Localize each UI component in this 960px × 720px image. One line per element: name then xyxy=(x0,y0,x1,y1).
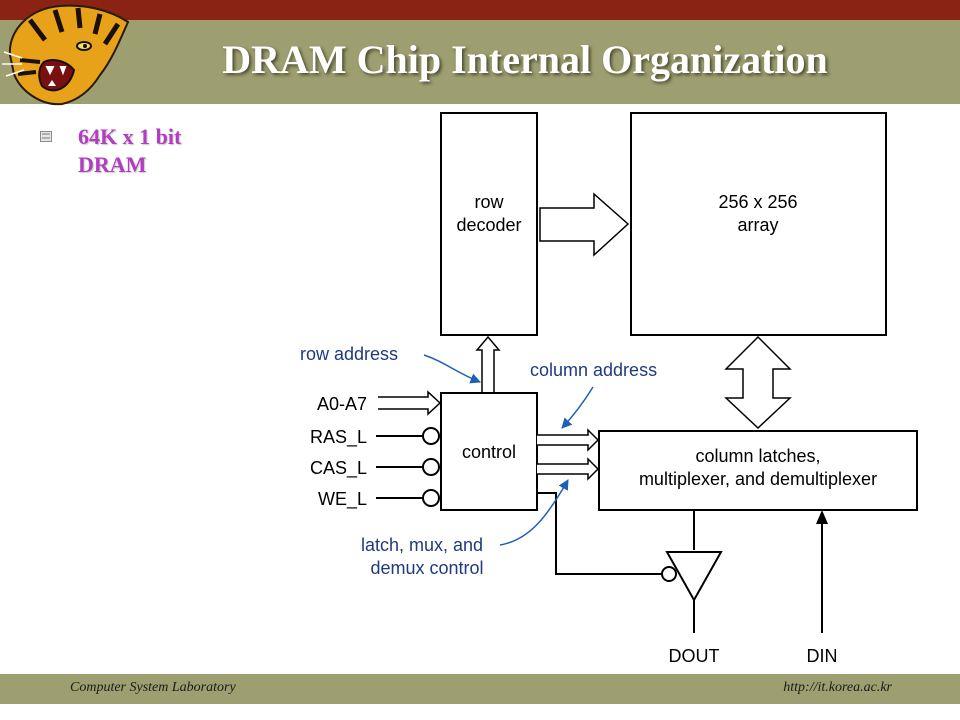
column-address-pointer xyxy=(561,386,594,429)
footer-bar xyxy=(0,674,960,704)
decoder-to-array-arrow xyxy=(539,192,630,257)
row-decoder-box xyxy=(440,112,538,336)
slide-title: DRAM Chip Internal Organization xyxy=(222,37,828,82)
dout-label: DOUT xyxy=(669,646,720,666)
footer-url: http://it.korea.ac.kr xyxy=(783,680,892,695)
tiger-logo-icon xyxy=(2,4,130,106)
top-accent-bar xyxy=(0,0,960,20)
input-label-a0-a7: A0-A7 xyxy=(317,394,367,414)
ras-inversion-bubble xyxy=(422,427,440,445)
we-inversion-bubble xyxy=(422,489,440,507)
memory-array-box xyxy=(630,112,887,336)
control-to-decoder-arrow xyxy=(475,335,501,392)
bullet-icon xyxy=(40,131,52,142)
output-buffer-triangle xyxy=(665,551,723,603)
row-address-pointer xyxy=(423,354,481,384)
bullet-line: DRAM xyxy=(78,152,147,177)
row-decoder-label: decoder xyxy=(456,215,521,235)
latch-control-label: demux control xyxy=(370,558,483,578)
mux-control-arrow xyxy=(537,457,600,481)
bullet-item: 64K x 1 bit DRAM xyxy=(78,123,238,179)
din-label: DIN xyxy=(807,646,838,666)
bullet-line: 64K x 1 bit xyxy=(78,124,182,149)
latch-control-label: latch, mux, and xyxy=(361,535,483,555)
input-label-we: WE_L xyxy=(318,489,367,510)
address-input-arrow xyxy=(378,390,442,416)
input-label-ras: RAS_L xyxy=(310,427,367,448)
control-box xyxy=(440,392,538,511)
array-label: array xyxy=(737,215,778,235)
row-decoder-label: row xyxy=(474,192,504,212)
din-arrowhead xyxy=(816,510,828,524)
array-latches-bidirectional-arrow xyxy=(724,335,792,430)
row-address-label: row address xyxy=(300,344,398,364)
column-latches-label: column latches, xyxy=(695,446,820,466)
column-address-label: column address xyxy=(530,360,657,380)
latch-control-pointer xyxy=(499,479,569,546)
column-address-arrow xyxy=(537,428,600,452)
input-label-cas: CAS_L xyxy=(310,458,367,479)
footer-lab-name: Computer System Laboratory xyxy=(70,680,236,695)
output-enable-bubble xyxy=(661,566,677,582)
title-bar xyxy=(0,20,960,104)
control-label: control xyxy=(462,442,516,462)
column-latches-box xyxy=(598,430,918,511)
array-label: 256 x 256 xyxy=(718,192,797,212)
column-latches-label: multiplexer, and demultiplexer xyxy=(639,469,877,489)
cas-inversion-bubble xyxy=(422,458,440,476)
